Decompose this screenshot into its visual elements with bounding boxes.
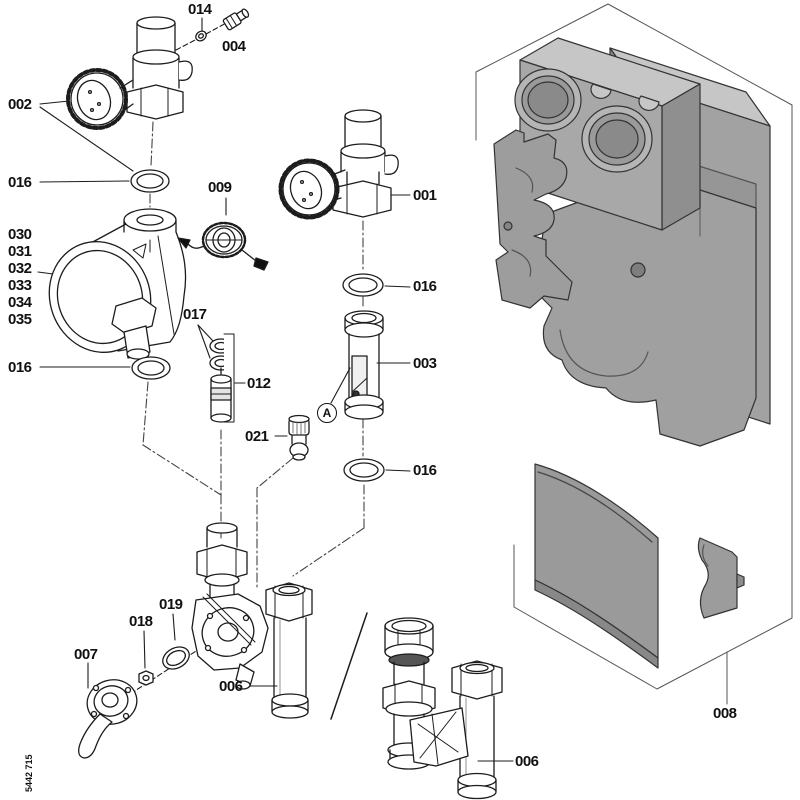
part-009-sensor [177,221,269,271]
part-016-gasket-pump [131,356,171,380]
insulation-left-bracket [493,129,573,309]
callout-031: 031 [8,243,32,260]
leader-lines [37,17,514,762]
insulation-front-cover [534,463,659,669]
drawing-number: 5442 715 [24,754,34,792]
insulation-assembly-008 [493,37,771,669]
section-slash-line [330,612,368,720]
part-014-washer [195,30,207,42]
part-003-check-valve [344,310,384,420]
callout-004: 004 [222,38,246,55]
part-019-oring [162,646,190,670]
part-016-gasket-right-upper [342,273,384,297]
callout-003: 003 [413,355,437,372]
callout-030: 030 [8,226,32,243]
part-001-valve [278,109,399,220]
insulation-port-shell [514,37,701,231]
part-030-pump [48,208,187,360]
part-006-manifold-left [191,522,313,719]
callout-017: 017 [183,306,207,323]
part-016-gasket-right-lower [343,458,385,482]
callout-019: 019 [159,596,183,613]
part-018-nut [138,670,154,686]
callout-008: 008 [713,705,737,722]
part-004-plug [222,8,250,31]
callout-035: 035 [8,311,32,328]
callout-016-pump: 016 [8,359,32,376]
part-002-valve [66,16,193,130]
part-007-handle [78,679,138,759]
callout-014: 014 [188,1,212,18]
callout-034: 034 [8,294,32,311]
callout-018: 018 [129,613,153,630]
callout-006-bottom: 006 [515,753,539,770]
callout-016-right-upper: 016 [413,278,437,295]
part-006-manifold-bottom [382,617,503,800]
insulation-envelope-outline [475,3,793,705]
insulation-side-piece [697,537,745,619]
callout-021: 021 [245,428,269,445]
callout-001: 001 [413,187,437,204]
callout-002: 002 [8,96,32,113]
callout-009: 009 [208,179,232,196]
part-016-gasket-top [130,169,170,193]
callout-032: 032 [8,260,32,277]
detail-marker-a: A [317,403,337,423]
callout-012: 012 [247,375,271,392]
centerlines [142,121,365,591]
callout-007: 007 [74,646,98,663]
part-012-cartridge [210,367,232,423]
callout-006-left: 006 [219,678,243,695]
callout-033: 033 [8,277,32,294]
part-021-vent [288,414,310,461]
callout-016-top: 016 [8,174,32,191]
callout-016-right-lower: 016 [413,462,437,479]
